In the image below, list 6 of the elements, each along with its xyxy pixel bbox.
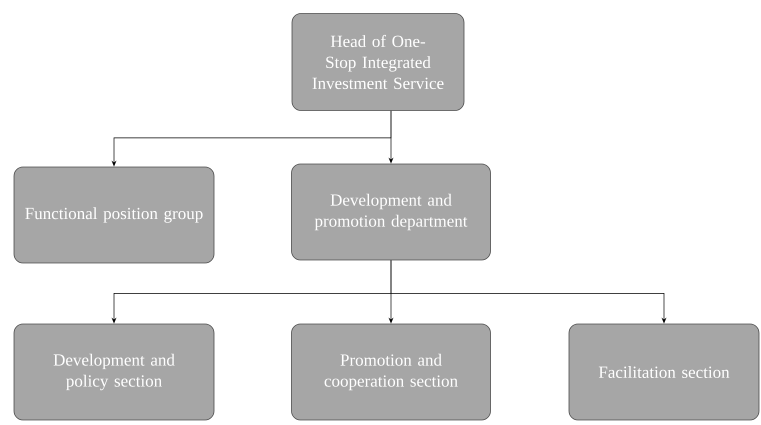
org-box: Promotion and cooperation section [291,324,491,420]
org-box: Functional position group [14,166,214,264]
org-box: Development and promotion department [291,164,491,260]
org-box: Head of One-Stop Integrated Investment Service [292,13,464,111]
org-box: Facilitation section [568,324,760,420]
org-box: Development and policy section [14,324,214,420]
